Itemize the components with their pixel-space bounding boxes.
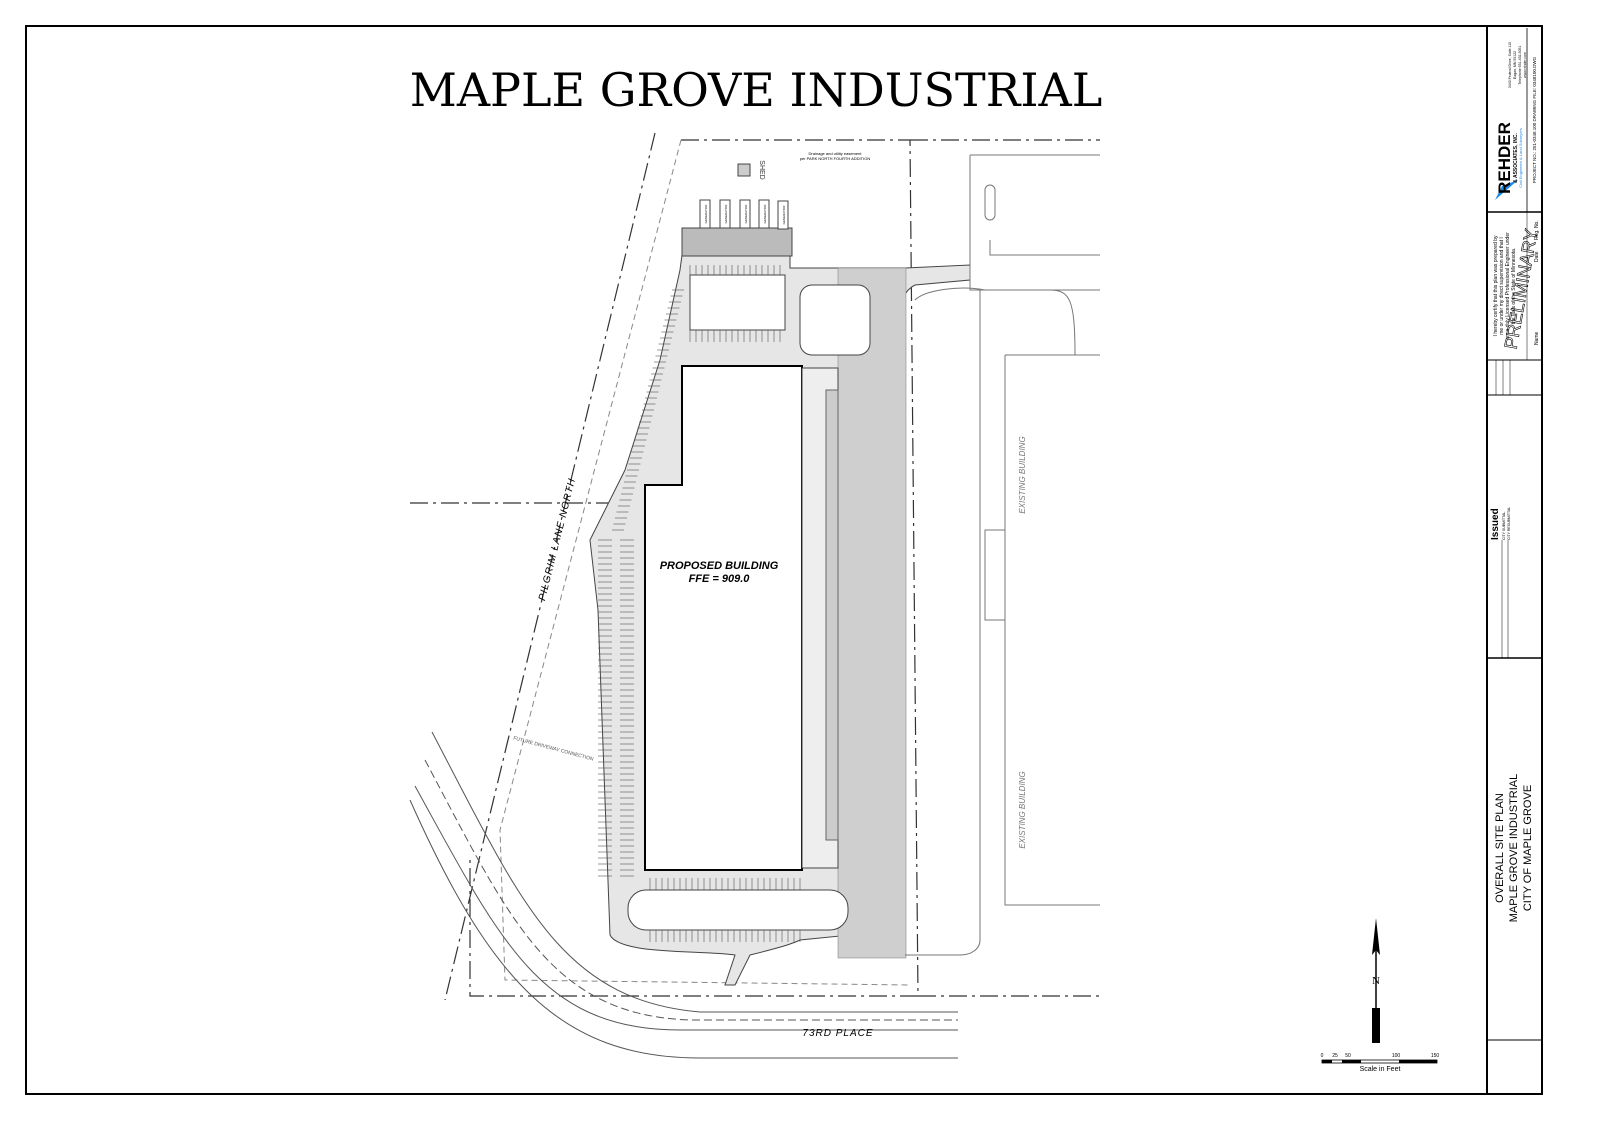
parking-stalls [598, 265, 801, 942]
sheet-title: OVERALL SITE PLAN [1494, 793, 1506, 903]
scale-bar: 0 25 50 100 150 Scale in Feet [1321, 1053, 1440, 1073]
north-arrow: N [1372, 918, 1380, 1043]
existing-site-east [905, 154, 1100, 956]
sheet-title: MAPLE GROVE INDUSTRIAL [1508, 774, 1520, 923]
generator-label: GENERATOR [744, 204, 748, 224]
rehder-logo-icon [1495, 180, 1518, 200]
property-lines [410, 132, 1100, 1001]
generator-label: GENERATOR [724, 204, 728, 224]
certification-text: am a duly Licensed Professional Engineer… [1505, 232, 1511, 340]
shed [737, 163, 751, 177]
reg-no-label: Reg. No. [1534, 220, 1540, 240]
existing-building-label-1: EXISTING BUILDING [1018, 436, 1027, 513]
sheet-title: CITY OF MAPLE GROVE [1522, 785, 1534, 911]
scale-tick: 100 [1392, 1053, 1401, 1059]
firm-name: REHDER [1495, 122, 1514, 194]
easement-label: Drainage and utility easement [809, 151, 863, 156]
building-label: PROPOSED BUILDING [660, 560, 779, 572]
issued-label: Issued [1490, 508, 1501, 540]
generator-label: GENERATOR [704, 204, 708, 224]
project-info: PROJECT NO.: 251-0348.100 DRAWING FILE: … [1532, 56, 1537, 183]
generator-label: GENERATOR [782, 205, 786, 225]
scale-tick: 150 [1431, 1053, 1440, 1059]
north-label: N [1372, 975, 1380, 987]
easement-label: per PARK NORTH FOURTH ADDITION [800, 156, 871, 161]
issued-item: CITY RESUBMITTAL [1507, 507, 1511, 540]
street-label-73rd-place: 73RD PLACE [802, 1028, 873, 1039]
road-73rd-place [409, 731, 958, 1059]
sheet-border [25, 25, 1543, 1095]
drawing-title: MAPLE GROVE INDUSTRIAL [410, 63, 1103, 117]
proposed-building [644, 365, 803, 871]
firm-tagline: Civil Engineers & Land Surveyors [1518, 128, 1523, 188]
date-label: Date [1534, 251, 1540, 262]
issued-item: CITY SUBMITTAL [1502, 512, 1506, 540]
scale-tick: 50 [1345, 1053, 1351, 1059]
certification-text: the laws of the State of Minnesota. [1511, 248, 1517, 325]
scale-tick: 25 [1332, 1053, 1338, 1059]
certification-text: me or under my direct supervision and th… [1499, 237, 1505, 335]
firm-address: 3440 Federal Drive, Suite 110 [1508, 42, 1512, 88]
shed-label: SHED [758, 160, 765, 179]
scale-tick: 0 [1321, 1053, 1324, 1059]
generator-label: GENERATOR [763, 204, 767, 224]
existing-building-label-2: EXISTING BUILDING [1018, 771, 1027, 848]
firm-sub: & ASSOCIATES, INC. [1513, 133, 1519, 183]
certification-text: I hereby certify that this plan was prep… [1493, 235, 1499, 336]
easement-lines [499, 139, 911, 986]
dock-retaining-area [825, 389, 839, 841]
scale-caption: Scale in Feet [1360, 1066, 1401, 1073]
firm-address: www.rehder.com [1523, 52, 1527, 78]
title-block: REHDER & ASSOCIATES, INC. Civil Engineer… [1486, 26, 1542, 1094]
building-ffe: FFE = 909.0 [689, 573, 751, 585]
name-label: Name [1534, 331, 1540, 345]
generators: GENERATOR GENERATOR GENERATOR GENERATOR … [699, 199, 789, 230]
firm-address: Telephone 651-452-5051 [1518, 45, 1522, 84]
street-label-pilgrim-lane: PILGRIM LANE NORTH [537, 477, 578, 602]
future-driveway-label: FUTURE DRIVEWAY CONNECTION [513, 735, 595, 762]
firm-address: Eagan, MN 55122 [1513, 51, 1517, 79]
